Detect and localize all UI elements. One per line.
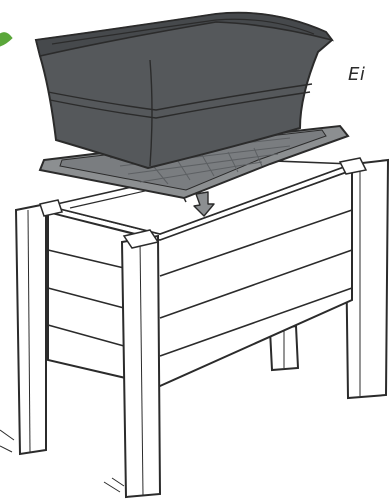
planter-tub <box>34 11 335 170</box>
front-leg-left <box>0 202 47 456</box>
back-leg-right <box>343 158 390 400</box>
leaf-fragment-icon <box>0 32 13 47</box>
corner-bracket-front-center <box>122 229 160 249</box>
caption-text: Ei <box>348 64 366 85</box>
corner-bracket-back-right <box>338 157 368 175</box>
down-arrow-icon <box>193 191 215 217</box>
corner-bracket-front-left <box>39 199 63 217</box>
